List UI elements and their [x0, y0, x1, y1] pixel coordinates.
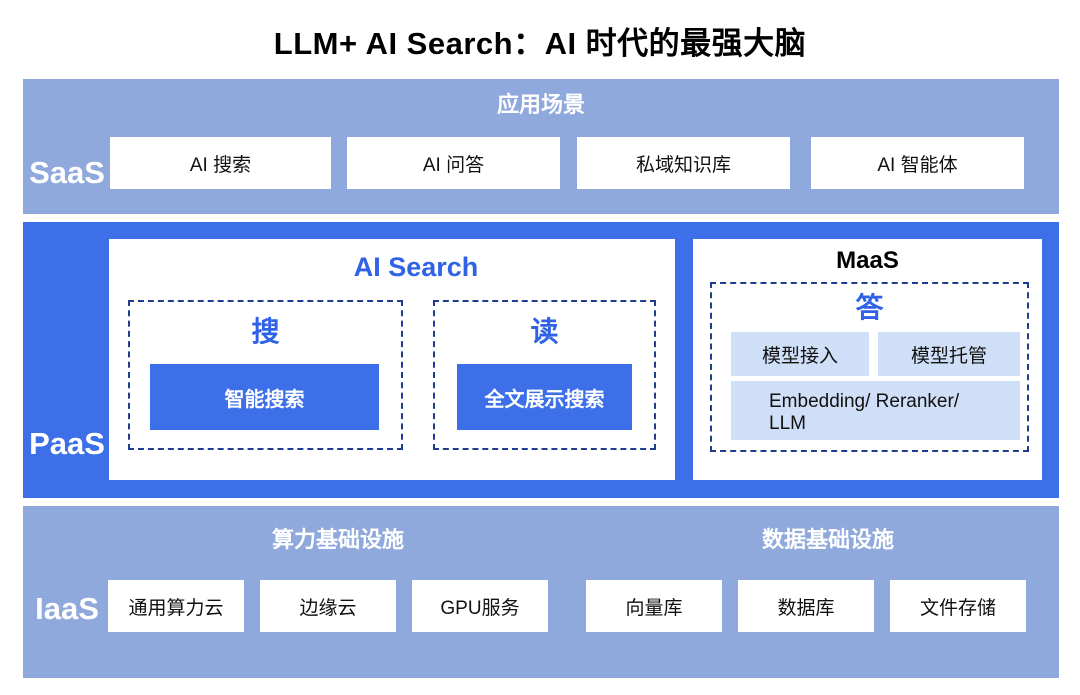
paas-layer: PaaS AI Search 搜 智能搜索 读 全文展示搜索 MaaS 答 模型… [23, 222, 1059, 498]
paas-label: PaaS [29, 426, 105, 461]
read-group: 读 全文展示搜索 [433, 300, 656, 450]
search-group: 搜 智能搜索 [128, 300, 403, 450]
ai-search-title: AI Search [353, 251, 479, 282]
model-access-box: 模型接入 [731, 332, 869, 376]
saas-heading: 应用场景 [496, 92, 585, 117]
compute-item-gpu: GPU服务 [412, 580, 548, 632]
data-heading: 数据基础设施 [761, 527, 894, 552]
saas-item-ai-agent: AI 智能体 [811, 137, 1024, 189]
fulltext-search-box: 全文展示搜索 [457, 364, 632, 430]
embedding-line-1: Embedding/ Reranker/ [769, 391, 960, 412]
saas-layer: 应用场景 SaaS AI 搜索 AI 问答 私域知识库 AI 智能体 [23, 79, 1059, 214]
maas-panel: MaaS 答 模型接入 模型托管 Embedding/ Reranker/ LL… [693, 239, 1042, 480]
saas-label: SaaS [29, 155, 105, 190]
maas-title: MaaS [836, 247, 899, 274]
ai-search-panel: AI Search 搜 智能搜索 读 全文展示搜索 [109, 239, 675, 480]
compute-heading: 算力基础设施 [271, 527, 404, 552]
smart-search-box: 智能搜索 [150, 364, 379, 430]
data-item-database: 数据库 [738, 580, 874, 632]
model-hosting-box: 模型托管 [878, 332, 1020, 376]
read-glyph: 读 [530, 316, 559, 347]
saas-item-ai-qa: AI 问答 [347, 137, 560, 189]
search-glyph: 搜 [251, 316, 280, 347]
data-item-vector-db: 向量库 [586, 580, 722, 632]
data-item-file-storage: 文件存储 [890, 580, 1026, 632]
compute-item-general-cloud: 通用算力云 [108, 580, 244, 632]
iaas-layer: IaaS 算力基础设施 通用算力云 边缘云 GPU服务 数据基础设施 向量库 数… [23, 506, 1059, 678]
embedding-line-2: LLM [769, 413, 806, 434]
compute-item-edge-cloud: 边缘云 [260, 580, 396, 632]
answer-group: 答 模型接入 模型托管 Embedding/ Reranker/ LLM [710, 282, 1029, 452]
page-title: LLM+ AI Search：AI 时代的最强大脑 [273, 25, 807, 61]
saas-item-private-kb: 私域知识库 [577, 137, 790, 189]
answer-glyph: 答 [855, 292, 884, 323]
saas-item-ai-search: AI 搜索 [110, 137, 331, 189]
iaas-label: IaaS [35, 591, 99, 626]
embedding-reranker-llm-box: Embedding/ Reranker/ LLM [731, 381, 1020, 440]
